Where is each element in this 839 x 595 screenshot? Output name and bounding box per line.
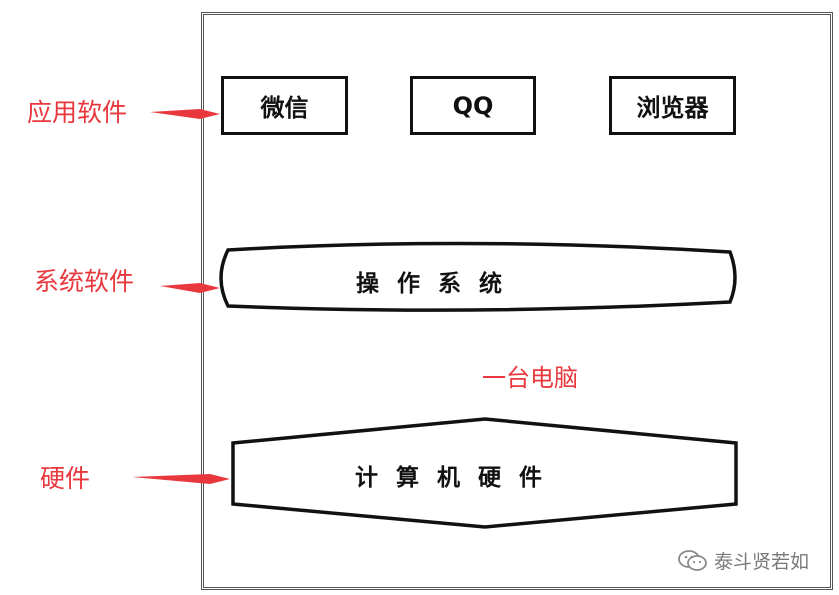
os-capsule: [219, 241, 737, 312]
label-application-software: 应用软件: [27, 98, 128, 127]
arrow-system: [160, 283, 220, 293]
arrow-hardware: [132, 474, 230, 484]
computer-caption: 一台电脑: [482, 364, 578, 392]
os-label: 操作系统: [356, 271, 520, 297]
hardware-label: 计算机硬件: [355, 465, 560, 491]
watermark-text: 泰斗贤若如: [714, 551, 810, 573]
app-box-browser: 浏览器: [609, 76, 736, 135]
label-system-software: 系统软件: [34, 267, 135, 296]
arrow-application: [150, 109, 220, 119]
app-label-browser: 浏览器: [636, 94, 709, 122]
computer-frame: [201, 12, 833, 590]
label-hardware: 硬件: [40, 464, 91, 493]
app-label-wechat: 微信: [260, 94, 309, 122]
hardware-hexagon: [231, 417, 738, 529]
app-label-qq: QQ: [452, 91, 494, 120]
app-box-wechat: 微信: [221, 76, 348, 135]
app-box-qq: QQ: [410, 76, 536, 135]
watermark: 泰斗贤若如: [678, 547, 809, 574]
wechat-icon: [678, 549, 707, 571]
